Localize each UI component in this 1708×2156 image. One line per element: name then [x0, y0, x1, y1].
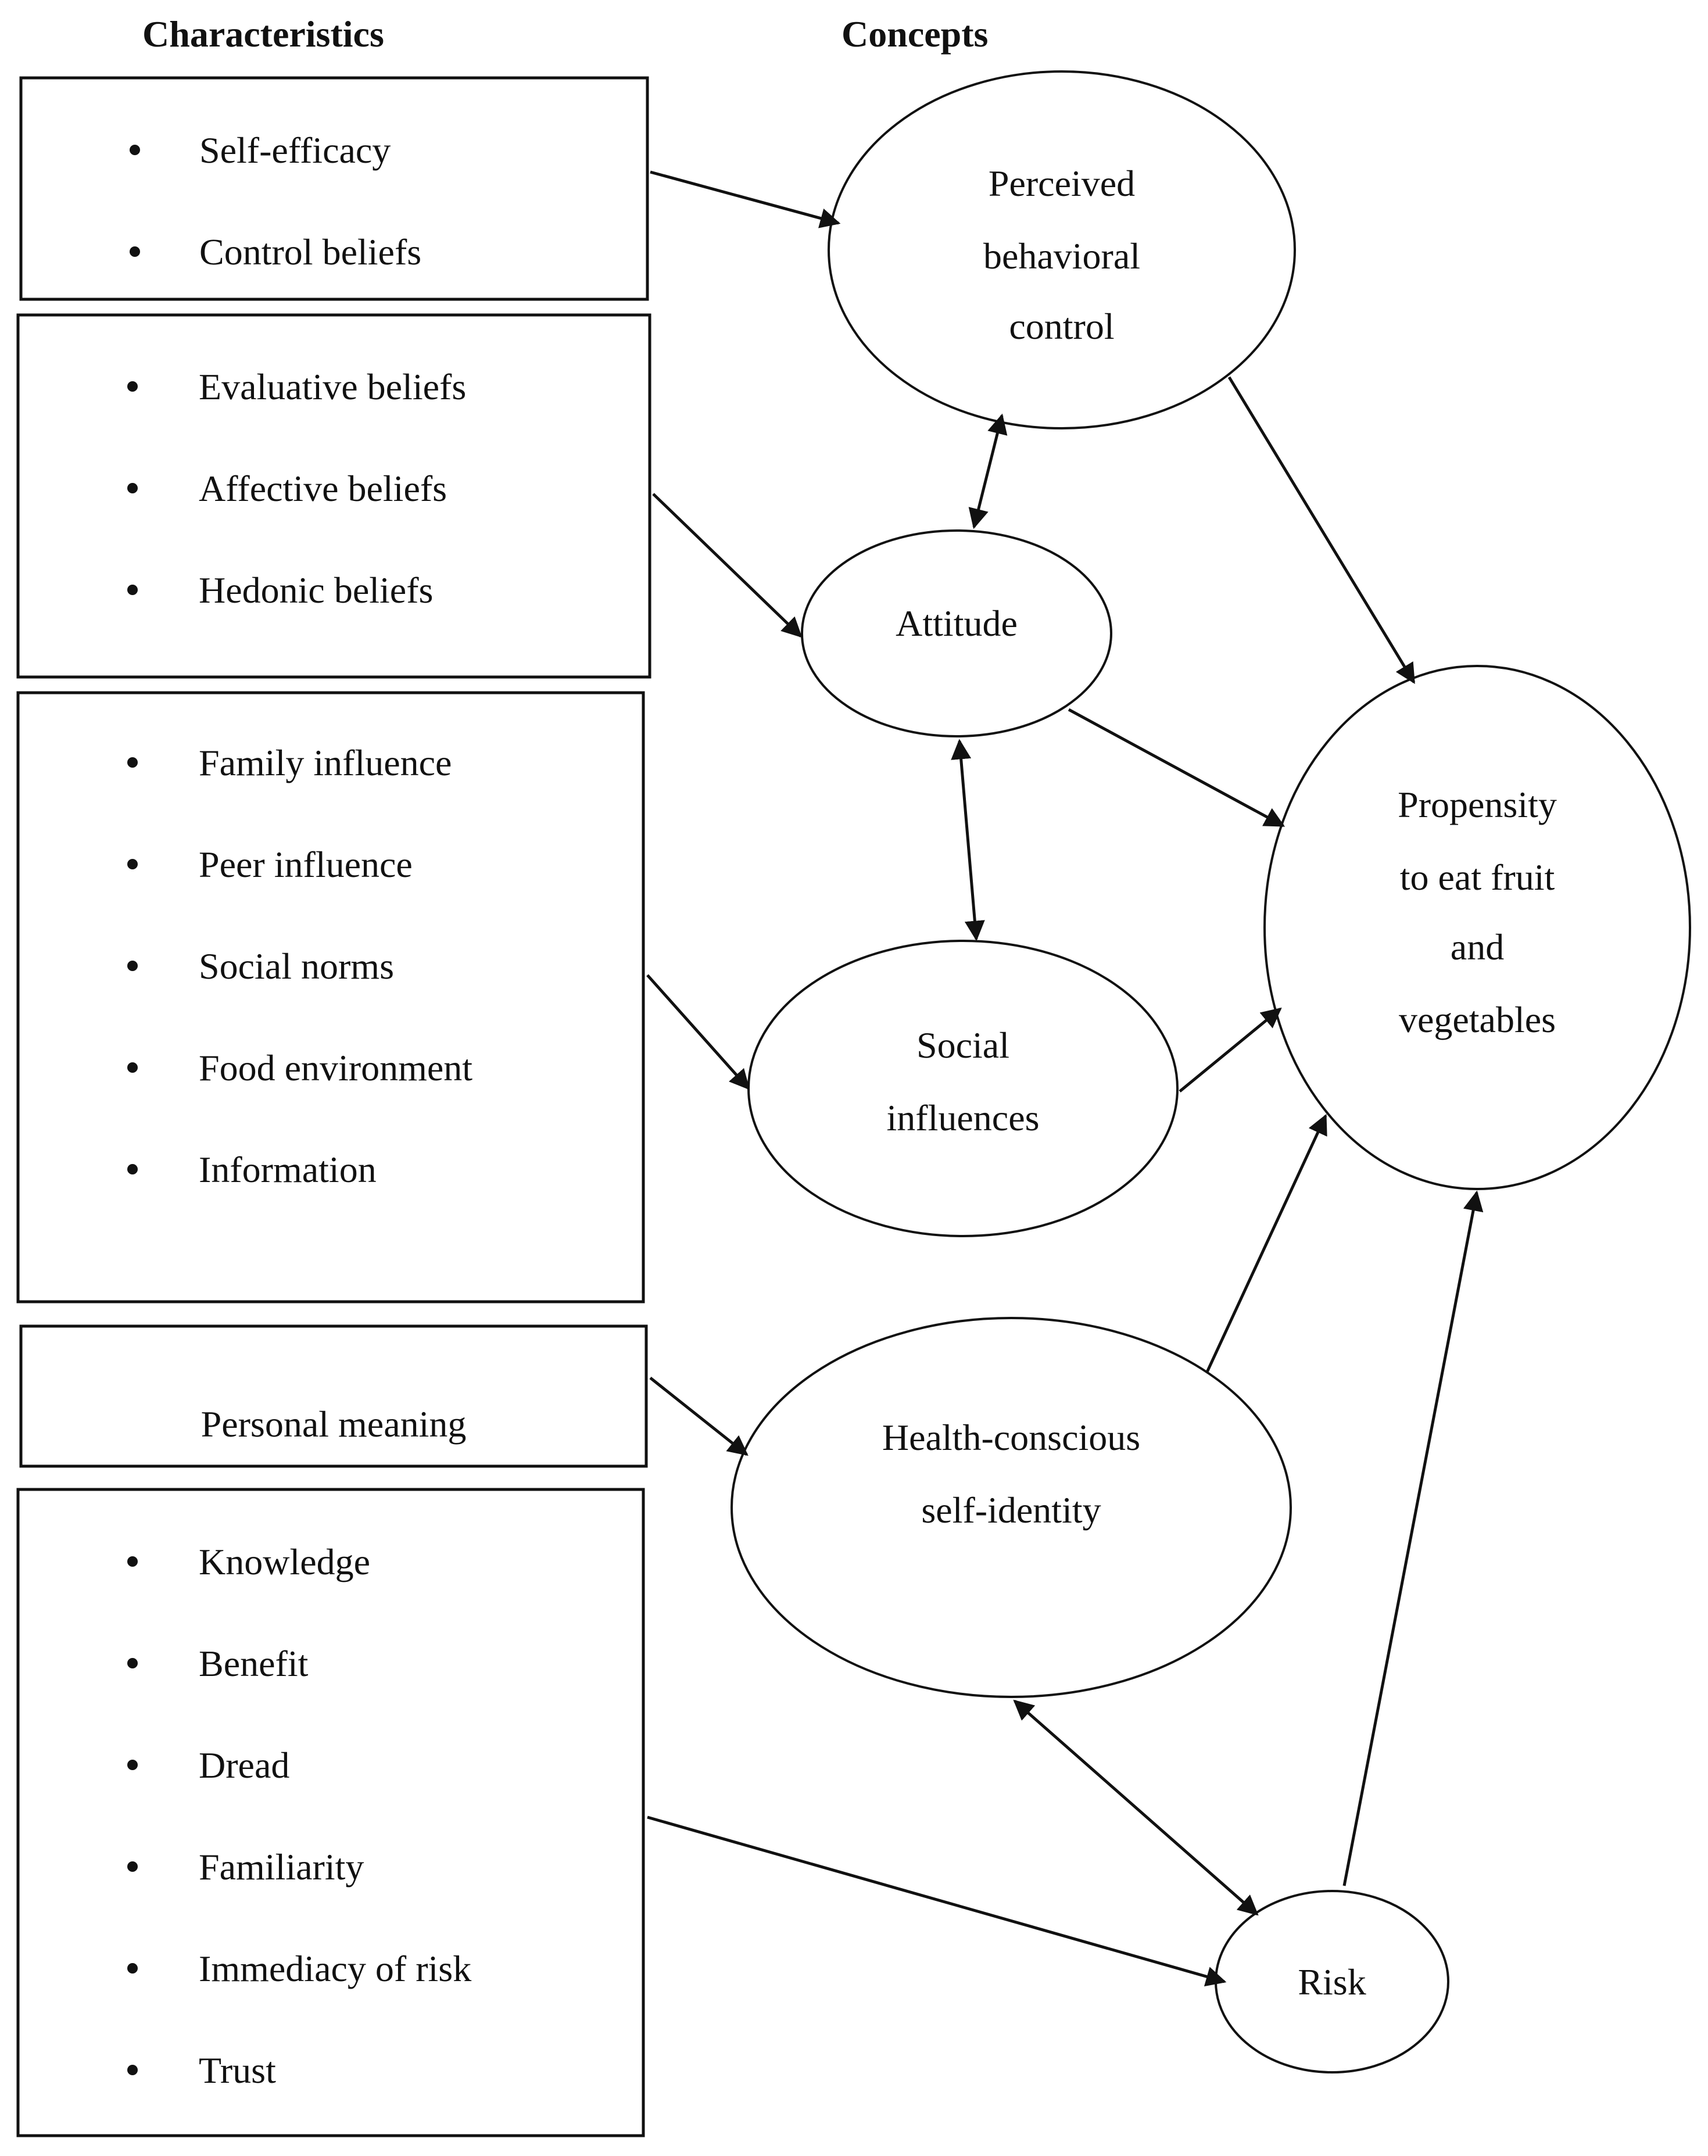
health-conscious-self-identity-node: Health-conscious self-identity [731, 1317, 1292, 1698]
list-item: Knowledge [199, 1541, 370, 1582]
perceived-behavioral-control-node: Perceived behavioral control [828, 70, 1296, 429]
list-item: Control beliefs [199, 231, 421, 273]
arrow-pbc-attitude-bidirectional [968, 413, 1008, 529]
arrow-pbc-box-to-pbc [650, 170, 841, 228]
arrow-meaning-box-to-health [649, 1377, 749, 1456]
pbc-characteristics-box: Self-efficacy Control beliefs [19, 76, 649, 301]
list-item: Food environment [199, 1047, 472, 1088]
list-item: Benefit [199, 1643, 309, 1684]
list-item: Immediacy of risk [199, 1948, 471, 1989]
node-label: Perceived [989, 163, 1135, 204]
node-label: Health-conscious [882, 1417, 1140, 1458]
arrow-risk-to-propensity [1342, 1190, 1484, 1886]
node-label: behavioral [983, 235, 1140, 277]
list-item: Peer influence [199, 844, 413, 885]
list-item: Social norms [199, 946, 394, 987]
list-item: Familiarity [199, 1846, 364, 1888]
arrow-pbc-to-propensity [1227, 376, 1416, 684]
personal-meaning-label: Personal meaning [201, 1403, 467, 1445]
arrow-risk-box-to-risk [647, 1815, 1227, 1987]
arrow-health-risk-bidirectional [1013, 1699, 1259, 1916]
arrow-social-box-to-social [646, 974, 750, 1090]
list-item: Self-efficacy [199, 130, 391, 171]
node-label: vegetables [1399, 999, 1556, 1040]
node-label: Propensity [1398, 784, 1557, 825]
list-item: Hedonic beliefs [199, 570, 433, 611]
arrow-attitude-social-bidirectional [951, 739, 985, 941]
list-item: Dread [199, 1745, 289, 1786]
arrow-health-to-propensity [1205, 1113, 1327, 1373]
node-label: control [1009, 306, 1114, 347]
propensity-node: Propensity to eat fruit and vegetables [1263, 665, 1691, 1190]
node-label: and [1451, 926, 1504, 968]
list-item: Affective beliefs [199, 468, 447, 509]
list-item: Evaluative beliefs [199, 366, 466, 407]
node-label: Social [916, 1025, 1009, 1066]
social-influences-node: Social influences [747, 940, 1179, 1237]
node-label: Risk [1298, 1961, 1366, 2003]
concepts-header: Concepts [842, 13, 988, 55]
arrow-social-to-propensity [1179, 1007, 1282, 1093]
arrow-attitude-box-to-attitude [652, 493, 803, 638]
attitude-characteristics-box: Evaluative beliefs Affective beliefs Hed… [16, 313, 651, 679]
attitude-node: Attitude [801, 529, 1112, 737]
node-label: influences [887, 1097, 1040, 1138]
characteristics-header: Characteristics [142, 13, 384, 55]
social-characteristics-box: Family influence Peer influence Social n… [16, 691, 645, 1303]
arrow-attitude-to-propensity [1068, 708, 1286, 828]
list-item: Family influence [199, 742, 452, 783]
list-item: Information [199, 1149, 377, 1190]
node-label: to eat fruit [1400, 857, 1555, 898]
node-label: self-identity [921, 1489, 1101, 1531]
list-item: Trust [199, 2050, 276, 2091]
risk-node: Risk [1215, 1890, 1449, 2073]
node-label: Attitude [896, 603, 1018, 644]
risk-characteristics-box: Knowledge Benefit Dread Familiarity Imme… [16, 1488, 645, 2137]
personal-meaning-box: Personal meaning [19, 1324, 648, 1468]
